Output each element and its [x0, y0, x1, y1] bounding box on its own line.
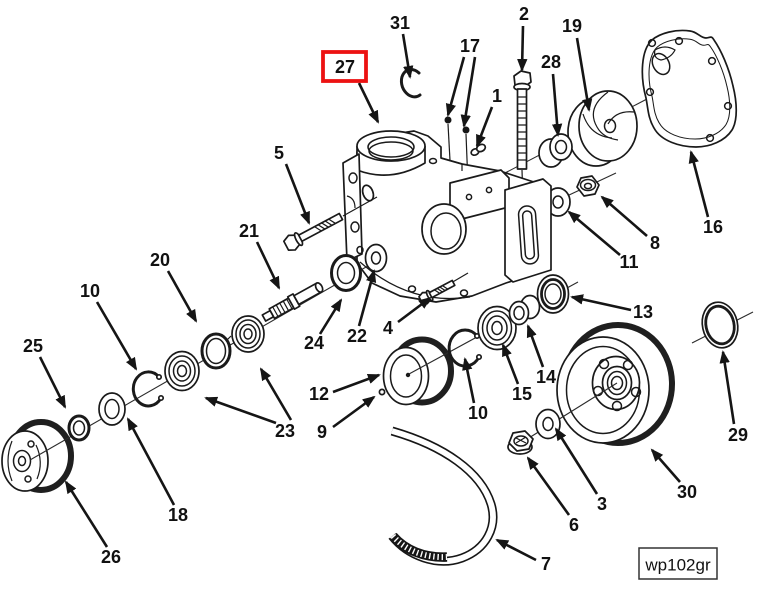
callout-number: 21 [239, 221, 259, 241]
callout-21[interactable]: 21 [239, 221, 281, 290]
bearing-hub [477, 305, 517, 351]
callout-19[interactable]: 19 [562, 16, 593, 112]
callout-number: 27 [335, 57, 355, 77]
callout-number: 12 [309, 384, 329, 404]
callout-15[interactable]: 15 [501, 343, 532, 404]
callout-4[interactable]: 4 [383, 296, 432, 338]
callout-3[interactable]: 3 [554, 427, 607, 514]
callout-number: 22 [347, 326, 367, 346]
callout-number: 25 [23, 336, 43, 356]
flanged-nut [507, 430, 534, 455]
shaft-seal-front [330, 254, 362, 292]
drive-pin [378, 388, 386, 396]
seal-ring-front [200, 332, 232, 370]
callout-number: 19 [562, 16, 582, 36]
drive-belt [388, 426, 498, 566]
callout-27[interactable]: 27 [321, 50, 380, 124]
callout-6[interactable]: 6 [526, 456, 579, 535]
callout-1[interactable]: 1 [475, 86, 502, 148]
figure-label-text: wp102gr [644, 556, 711, 575]
callout-30[interactable]: 30 [650, 448, 697, 502]
figure-label: wp102gr [638, 547, 718, 580]
shaft-seal [538, 133, 573, 168]
callout-number: 10 [468, 403, 488, 423]
pump-shaft [261, 281, 324, 322]
mounting-bolt [282, 196, 378, 251]
callout-16[interactable]: 16 [688, 150, 723, 237]
callout-13[interactable]: 13 [570, 294, 653, 322]
thrust-washer [364, 243, 388, 273]
callout-number: 15 [512, 384, 532, 404]
callout-number: 11 [619, 252, 638, 272]
callout-14[interactable]: 14 [526, 324, 556, 387]
impeller [567, 90, 638, 167]
callout-29[interactable]: 29 [719, 350, 748, 445]
hub-pulley [382, 336, 454, 406]
callout-number: 2 [519, 4, 529, 24]
callout-number: 13 [633, 302, 653, 322]
callout-11[interactable]: 11 [567, 210, 639, 272]
callout-10[interactable]: 10 [80, 281, 138, 371]
callout-number: 7 [541, 554, 551, 574]
callout-12[interactable]: 12 [309, 373, 381, 404]
callout-number: 8 [650, 233, 660, 253]
callout-number: 24 [304, 333, 324, 353]
callout-5[interactable]: 5 [274, 143, 311, 225]
callout-number: 3 [597, 494, 607, 514]
callout-number: 29 [728, 425, 748, 445]
crank-washer [535, 408, 561, 440]
hex-nut-impeller [576, 175, 600, 197]
callout-9[interactable]: 9 [317, 395, 376, 442]
callout-number: 9 [317, 422, 327, 442]
snap-ring-front [131, 370, 165, 408]
flat-washer-front [98, 392, 126, 426]
callout-26[interactable]: 26 [64, 480, 121, 567]
callout-number: 4 [383, 318, 393, 338]
o-ring [701, 301, 739, 349]
callout-24[interactable]: 24 [304, 298, 343, 353]
callout-31[interactable]: 31 [390, 13, 414, 79]
callout-number: 6 [569, 515, 579, 535]
bearing-rear [231, 315, 265, 353]
callout-8[interactable]: 8 [600, 195, 660, 253]
callout-7[interactable]: 7 [495, 538, 551, 574]
callout-number: 30 [677, 482, 697, 502]
callout-number: 18 [168, 505, 188, 525]
callout-number: 5 [274, 143, 284, 163]
callout-number: 23 [275, 421, 295, 441]
callout-2[interactable]: 2 [517, 4, 529, 72]
callout-number: 14 [536, 367, 556, 387]
callout-number: 16 [703, 217, 723, 237]
callout-10[interactable]: 10 [462, 357, 488, 423]
front-pulley [1, 419, 74, 493]
callout-number: 1 [492, 86, 502, 106]
callout-number: 17 [460, 36, 480, 56]
gasket [641, 29, 738, 148]
callout-28[interactable]: 28 [541, 52, 563, 137]
highlight-box [321, 50, 368, 83]
bearing-front [164, 350, 200, 392]
callout-25[interactable]: 25 [23, 336, 67, 409]
callout-23[interactable]: 23 [204, 367, 295, 441]
callout-18[interactable]: 18 [126, 417, 188, 525]
callout-number: 31 [390, 13, 410, 33]
axis-crank [515, 382, 618, 447]
callout-22[interactable]: 22 [347, 269, 377, 346]
callout-number: 28 [541, 52, 561, 72]
callout-20[interactable]: 20 [150, 250, 198, 323]
spacer-bushing [508, 294, 541, 326]
callout-number: 26 [101, 547, 121, 567]
callout-number: 20 [150, 250, 170, 270]
seal-ring-hub [536, 274, 570, 314]
callout-17[interactable]: 17 [445, 36, 480, 128]
callout-number: 10 [80, 281, 100, 301]
spacer-ring [67, 414, 91, 442]
